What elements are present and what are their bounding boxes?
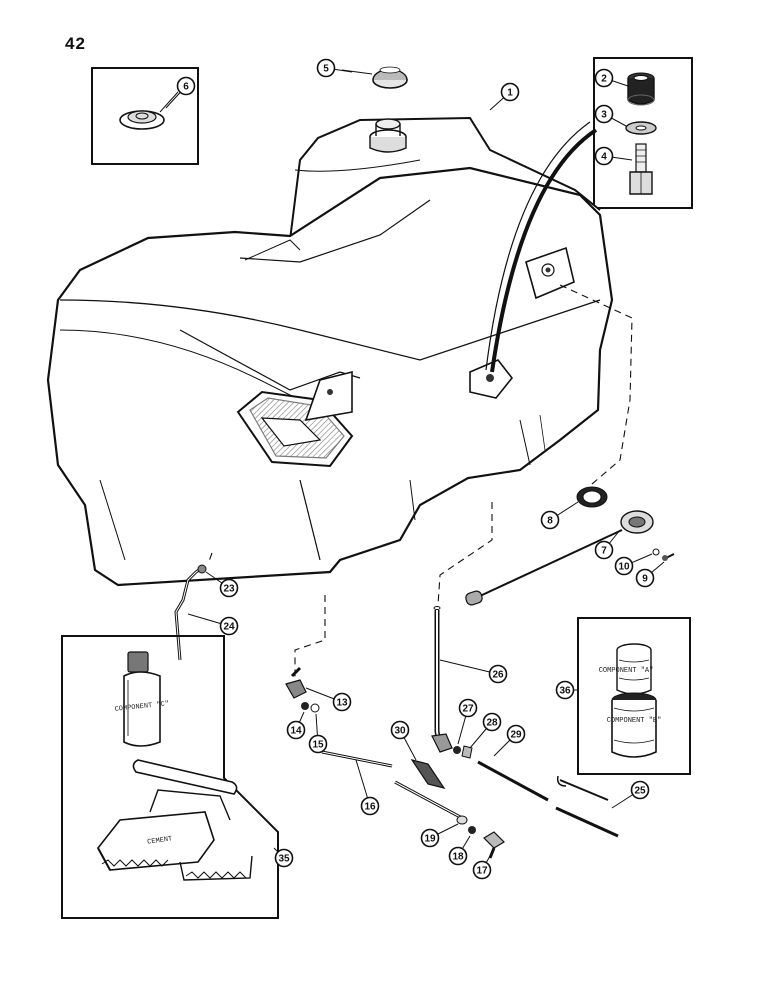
callout-6: 6 — [165, 76, 196, 109]
callout-number: 18 — [452, 852, 464, 863]
callout-number: 13 — [336, 698, 348, 709]
page-number: 42 — [65, 34, 86, 53]
callout-8: 8 — [540, 501, 579, 530]
detail-box-kit — [61, 635, 279, 919]
callout-number: 9 — [642, 574, 648, 585]
callout-circle — [500, 82, 520, 102]
callout-number: 26 — [492, 670, 504, 681]
callout-number: 25 — [634, 786, 646, 797]
callout-circle — [594, 68, 614, 88]
callout-2: 2 — [594, 68, 629, 88]
dashed-leaders — [207, 284, 633, 690]
callout-5: 5 — [316, 58, 353, 78]
callout-16: 16 — [355, 759, 380, 816]
callout-17: 17 — [472, 855, 492, 880]
callout-circle — [219, 616, 239, 636]
callout-circle — [594, 104, 614, 124]
callout-number: 3 — [601, 110, 607, 121]
callout-number: 1 — [507, 88, 513, 99]
callout-25: 25 — [611, 780, 650, 809]
callout-15: 15 — [308, 713, 328, 754]
callout-number: 14 — [290, 726, 302, 737]
callout-circle — [308, 734, 328, 754]
fuel-tank — [46, 116, 614, 587]
callout-number: 23 — [223, 584, 235, 595]
callout-circle — [472, 860, 492, 880]
callout-number: 27 — [462, 704, 474, 715]
callout-circle — [420, 828, 440, 848]
callout-28: 28 — [469, 712, 502, 749]
callout-circle — [488, 664, 508, 684]
callout-number: 4 — [601, 152, 607, 163]
detail-box-mount — [593, 57, 693, 209]
drain-tube — [174, 564, 207, 661]
pickup-tube — [285, 606, 619, 859]
callout-14: 14 — [286, 711, 306, 740]
callout-circle — [448, 846, 468, 866]
callout-circle — [635, 568, 655, 588]
callout-7: 7 — [594, 529, 621, 560]
callout-26: 26 — [439, 659, 508, 684]
callout-4: 4 — [594, 146, 633, 166]
callout-18: 18 — [448, 835, 471, 866]
filler-cap — [341, 66, 408, 89]
fuel-sender — [465, 486, 675, 606]
detail-box-sealant — [577, 617, 691, 775]
callout-circle — [286, 720, 306, 740]
callout-number: 28 — [486, 718, 498, 729]
callout-circle — [555, 680, 575, 700]
callout-number: 7 — [601, 546, 607, 557]
callout-circle — [506, 724, 526, 744]
callout-circle — [614, 556, 634, 576]
callout-1: 1 — [489, 82, 520, 111]
callout-leader — [439, 659, 499, 675]
callout-number: 29 — [510, 730, 522, 741]
callout-number: 35 — [278, 854, 290, 865]
callout-23: 23 — [205, 571, 239, 598]
callout-30: 30 — [390, 720, 417, 761]
callout-number: 2 — [601, 74, 607, 85]
detail-box-cap — [91, 67, 199, 165]
callout-number: 17 — [476, 866, 488, 877]
callout-3: 3 — [594, 104, 627, 127]
callout-29: 29 — [493, 724, 526, 757]
callout-circle — [316, 58, 336, 78]
callout-circle — [219, 578, 239, 598]
callout-9: 9 — [635, 561, 665, 588]
callout-number: 19 — [424, 834, 436, 845]
callout-19: 19 — [420, 823, 459, 848]
callout-circle — [360, 796, 380, 816]
callout-circle — [390, 720, 410, 740]
callout-36: 36 — [555, 680, 578, 700]
callout-number: 5 — [323, 64, 329, 75]
callout-number: 24 — [223, 622, 235, 633]
callout-circle — [540, 510, 560, 530]
callout-circle — [332, 692, 352, 712]
callout-27: 27 — [457, 698, 478, 745]
callout-number: 8 — [547, 516, 553, 527]
callout-circle — [630, 780, 650, 800]
callout-circle — [458, 698, 478, 718]
callout-10: 10 — [614, 553, 653, 576]
callout-24: 24 — [187, 613, 239, 636]
callout-35: 35 — [273, 847, 294, 868]
callout-13: 13 — [305, 687, 352, 712]
callout-circle — [274, 848, 294, 868]
callout-number: 36 — [559, 686, 571, 697]
callout-number: 15 — [312, 740, 324, 751]
callout-number: 10 — [618, 562, 630, 573]
callout-number: 30 — [394, 726, 406, 737]
callout-circle — [594, 540, 614, 560]
callout-circle — [176, 76, 196, 96]
callout-number: 16 — [364, 802, 376, 813]
callout-circle — [482, 712, 502, 732]
callout-circle — [594, 146, 614, 166]
callout-number: 6 — [183, 82, 189, 93]
